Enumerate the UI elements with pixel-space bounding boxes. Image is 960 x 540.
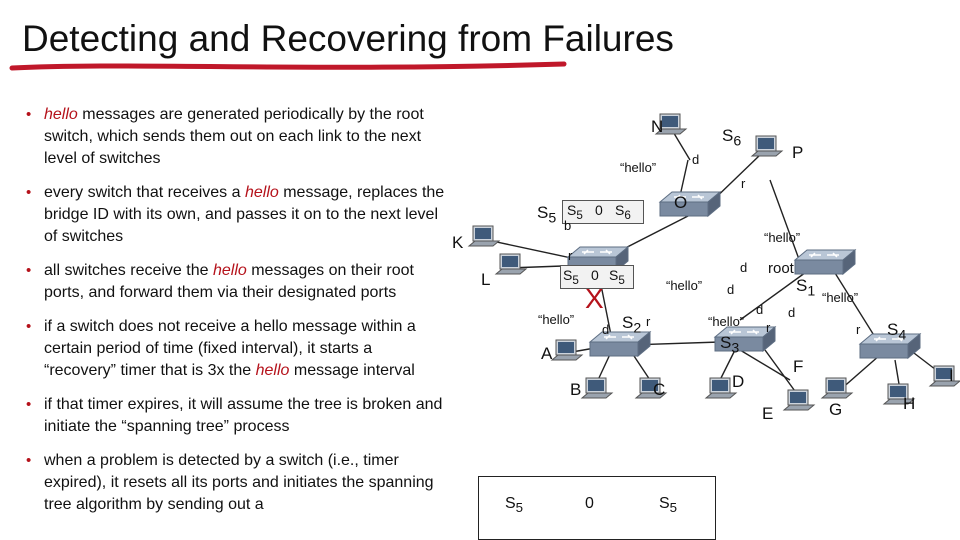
host-label-d: D — [732, 372, 745, 391]
hello-message-upper: S5 0 S6 — [562, 200, 644, 224]
switch-label-s4: S4 — [887, 320, 907, 344]
table-cell-cost: 0 — [585, 495, 594, 512]
switch-label-s1: S1 — [796, 276, 816, 300]
bullet-list: hello messages are generated periodicall… — [26, 104, 446, 528]
port-label-b: b — [564, 218, 572, 233]
port-label-r: r — [646, 314, 651, 329]
switch-label-s3: S3 — [720, 333, 740, 357]
port-label-r: r — [766, 320, 771, 335]
link-failure-mark: X — [585, 283, 604, 314]
port-label-r: r — [741, 176, 746, 191]
bullet-item: if that timer expires, it will assume th… — [26, 394, 446, 438]
bullet-item: hello messages are generated periodicall… — [26, 104, 446, 170]
table-cell-sender: S5 — [505, 495, 524, 516]
msg-cost: 0 — [595, 202, 603, 218]
host-label-g: G — [829, 400, 843, 419]
slide-title: Detecting and Recovering from Failures — [22, 18, 674, 59]
hello-label: “hello” — [666, 278, 703, 293]
bullet-item: if a switch does not receive a hello mes… — [26, 316, 446, 382]
host-label-e: E — [762, 404, 774, 423]
msg-sender-id: S5 — [567, 202, 583, 222]
host-label-k: K — [452, 233, 464, 252]
msg-sender-id: S5 — [563, 267, 579, 287]
msg-root-id: S6 — [615, 202, 631, 222]
port-label-d: d — [602, 322, 610, 337]
hello-label: “hello” — [620, 160, 657, 175]
host-label-f: F — [793, 357, 804, 376]
port-label-d: d — [740, 260, 748, 275]
title-underline — [9, 61, 567, 71]
root-label: root — [768, 260, 794, 277]
host-label-p: P — [792, 143, 804, 162]
hello-label: “hello” — [764, 230, 801, 245]
host-label-l: L — [481, 270, 491, 289]
host-label-b: B — [570, 380, 582, 399]
hello-label: “hello” — [822, 290, 859, 305]
hello-label: “hello” — [708, 314, 745, 329]
host-label-h: H — [903, 394, 916, 413]
port-label-r: r — [568, 248, 573, 263]
msg-cost: 0 — [591, 267, 599, 283]
bullet-item: all switches receive the hello messages … — [26, 260, 446, 304]
port-label-d: d — [756, 302, 764, 317]
switch-label-s2: S2 — [622, 313, 642, 337]
bullet-item: when a problem is detected by a switch (… — [26, 450, 446, 516]
host-label-a: A — [541, 344, 553, 363]
host-label-o: O — [674, 193, 688, 212]
switch-label-s6: S6 — [722, 126, 742, 150]
port-label-d: d — [727, 282, 735, 297]
bottom-message-table: S5 0 S5 — [478, 476, 716, 540]
bullet-item: every switch that receives a hello messa… — [26, 182, 446, 248]
port-label-d: d — [692, 152, 700, 167]
port-label-d: d — [788, 305, 796, 320]
table-cell-root: S5 — [659, 495, 678, 516]
host-label-c: C — [653, 380, 666, 399]
switch-label-s5: S5 — [537, 203, 557, 227]
hello-message-lower: S5 0 S5 — [560, 265, 634, 289]
host-label-n: N — [651, 117, 664, 136]
msg-root-id: S5 — [609, 267, 625, 287]
host-label-i: I — [949, 366, 954, 385]
hello-label: “hello” — [538, 312, 575, 327]
port-label-r: r — [856, 322, 861, 337]
